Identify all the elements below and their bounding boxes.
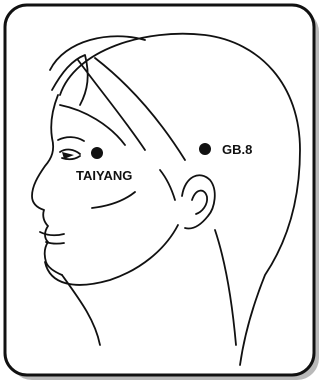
taiyang-point-marker [91, 147, 103, 159]
taiyang-label: TAIYANG [76, 168, 132, 183]
gb8-point-marker [199, 143, 211, 155]
gb8-label: GB.8 [222, 142, 252, 157]
frame-border [5, 5, 314, 375]
